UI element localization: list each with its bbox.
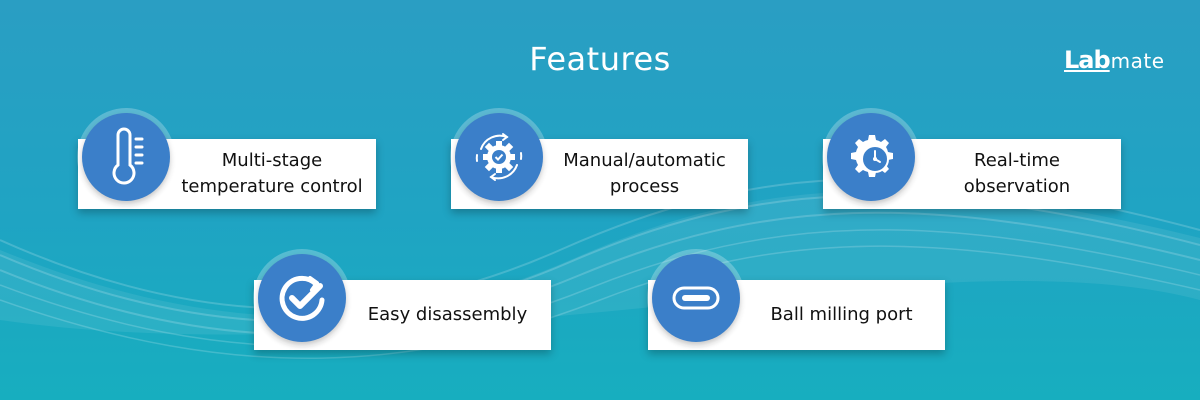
feature-label-line1: Multi-stage <box>221 150 323 171</box>
feature-label-line2: process <box>609 176 680 197</box>
thermometer-icon <box>112 127 144 185</box>
feature-label: Multi-stage temperature control <box>174 139 370 209</box>
feature-icon-circle <box>455 113 543 201</box>
feature-label: Manual/automatic process <box>547 139 742 209</box>
feature-label: Ball milling port <box>770 304 913 325</box>
feature-icon-circle <box>827 113 915 201</box>
feature-label-line2: temperature control <box>181 176 363 197</box>
feature-label-line1: Manual/automatic <box>563 150 726 171</box>
page-title: Features <box>529 40 671 78</box>
feature-label-line2: observation <box>963 176 1071 197</box>
brand-logo: Labmate <box>1064 46 1165 74</box>
gear-clock-icon <box>851 135 893 177</box>
feature-card-observation: Real-time observation <box>823 139 1121 209</box>
feature-icon-circle <box>82 113 170 201</box>
feature-icon-circle <box>258 254 346 342</box>
feature-label: Easy disassembly <box>367 304 528 325</box>
gear-cycle-icon <box>475 133 523 181</box>
check-refresh-icon <box>279 275 325 321</box>
feature-label: Real-time observation <box>919 139 1115 209</box>
logo-mate-text: mate <box>1110 49 1165 73</box>
port-icon <box>672 286 720 310</box>
logo-lab-text: Lab <box>1064 46 1111 74</box>
feature-label-line1: Real-time <box>974 150 1060 171</box>
feature-icon-circle <box>652 254 740 342</box>
